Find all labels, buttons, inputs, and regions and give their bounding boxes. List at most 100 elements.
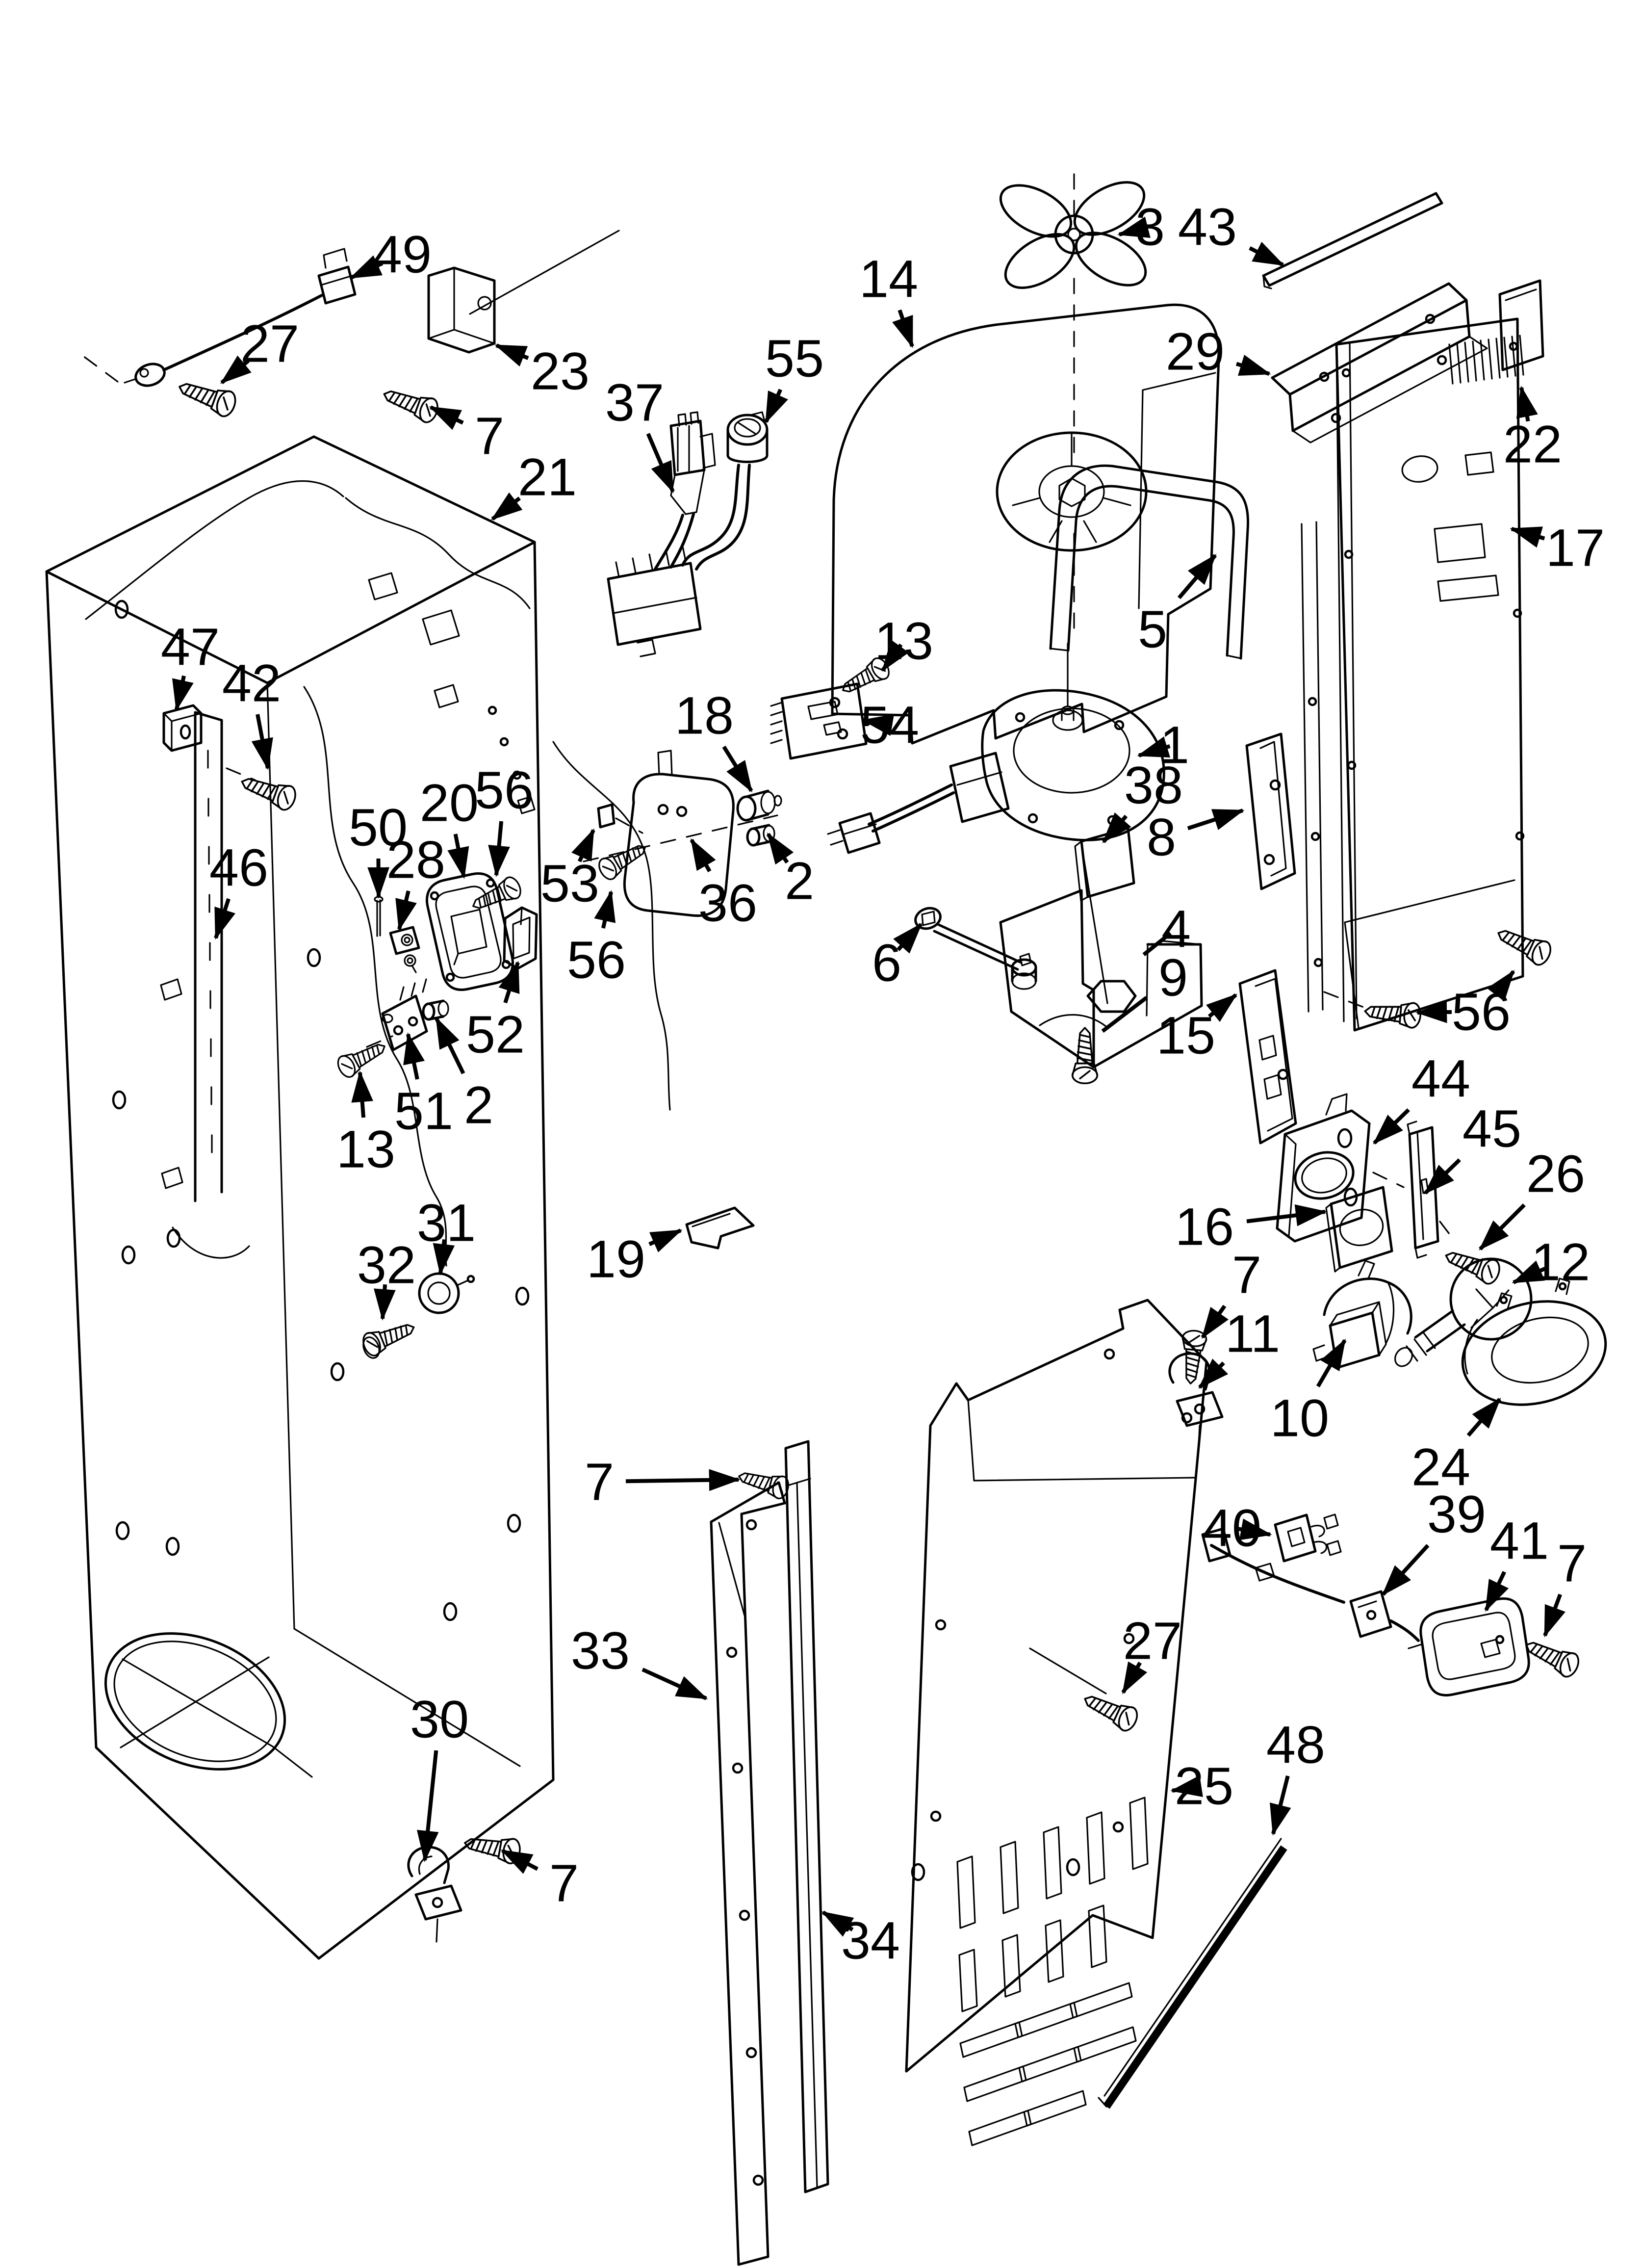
part-sleeve-2-lower xyxy=(422,999,449,1021)
part-evap-fan-motor-1 xyxy=(827,643,1165,854)
callout-25: 25 xyxy=(1170,1756,1233,1816)
callout-12: 12 xyxy=(1512,1232,1590,1292)
leader-line-2 xyxy=(766,832,794,865)
screw-56-panel-lower xyxy=(1323,991,1423,1030)
callout-number-7: 7 xyxy=(1557,1534,1587,1593)
callout-13: 13 xyxy=(336,1070,395,1179)
callout-55: 55 xyxy=(764,329,824,424)
vent-slot xyxy=(1018,2046,1082,2083)
callout-7: 7 xyxy=(1543,1534,1587,1638)
leader-line-49 xyxy=(349,255,384,280)
part-cover-plate-36 xyxy=(583,750,778,917)
callout-number-11: 11 xyxy=(1225,1304,1280,1363)
callout-32: 32 xyxy=(357,1235,416,1321)
callout-number-50: 50 xyxy=(349,798,408,857)
callout-number-44: 44 xyxy=(1411,1049,1470,1108)
callout-number-30: 30 xyxy=(410,1690,469,1749)
part-trim-strip-34 xyxy=(784,1440,829,2193)
screw-26 xyxy=(1440,1243,1504,1287)
callout-40: 40 xyxy=(1203,1498,1272,1558)
callout-4: 4 xyxy=(1142,899,1191,959)
part-freezer-liner xyxy=(45,435,671,1960)
part-latch-52 xyxy=(503,906,538,970)
callout-number-10: 10 xyxy=(1270,1388,1329,1448)
callout-number-15: 15 xyxy=(1156,1006,1215,1065)
leader-line-33 xyxy=(641,1668,708,1700)
callout-number-54: 54 xyxy=(860,695,919,755)
callout-42: 42 xyxy=(222,653,281,770)
callout-43: 43 xyxy=(1178,197,1285,267)
leader-line-9 xyxy=(1101,996,1148,1033)
vent-slot xyxy=(968,2110,1032,2146)
callout-38: 38 xyxy=(1102,756,1183,843)
callout-number-17: 17 xyxy=(1546,518,1605,577)
callout-number-4: 4 xyxy=(1161,899,1191,959)
callout-36: 36 xyxy=(690,838,757,933)
callout-2: 2 xyxy=(766,832,814,911)
callout-number-6: 6 xyxy=(872,933,901,992)
callout-39: 39 xyxy=(1382,1485,1486,1596)
part-rear-panel-17 xyxy=(1301,317,1525,1032)
callout-number-34: 34 xyxy=(841,1911,900,1970)
vent-slot xyxy=(958,1949,978,2012)
leader-line-11 xyxy=(1198,1358,1229,1389)
part-cover-15 xyxy=(1238,969,1297,1145)
leader-line-34 xyxy=(821,1910,854,1937)
part-bulb-12 xyxy=(1394,1257,1533,1367)
callout-number-14: 14 xyxy=(859,249,918,309)
leader-line-7 xyxy=(429,405,464,430)
callout-number-43: 43 xyxy=(1178,197,1237,257)
leader-line-12 xyxy=(1512,1260,1546,1284)
callout-number-2: 2 xyxy=(464,1075,493,1135)
leader-line-32 xyxy=(374,1284,396,1321)
callout-number-12: 12 xyxy=(1531,1232,1590,1292)
callout-6: 6 xyxy=(872,923,923,992)
part-support-rail-46 xyxy=(172,711,250,1259)
callout-44: 44 xyxy=(1373,1049,1470,1145)
callout-number-40: 40 xyxy=(1203,1498,1261,1558)
screw-27-duct xyxy=(1029,1647,1142,1735)
part-lamp-lens-24 xyxy=(1461,1277,1607,1406)
callout-number-26: 26 xyxy=(1526,1144,1585,1203)
leader-line-37 xyxy=(646,433,675,494)
leader-line-29 xyxy=(1235,355,1271,376)
leader-line-6 xyxy=(893,923,923,954)
part-cover-8 xyxy=(1245,732,1296,890)
callout-31: 31 xyxy=(417,1193,476,1276)
leader-line-13 xyxy=(881,640,909,672)
callout-9: 9 xyxy=(1101,948,1188,1033)
leader-line-55 xyxy=(764,389,788,424)
callout-1: 1 xyxy=(1137,715,1189,775)
leader-line-45 xyxy=(1424,1158,1461,1195)
leader-line-40 xyxy=(1236,1518,1272,1540)
callout-number-41: 41 xyxy=(1490,1511,1549,1570)
callout-45: 45 xyxy=(1424,1099,1521,1195)
part-motor-bracket-4 xyxy=(999,889,1203,1069)
part-wire-harness-37 xyxy=(607,411,751,657)
callout-21: 21 xyxy=(490,447,577,521)
callout-27: 27 xyxy=(220,314,299,385)
callout-number-3: 3 xyxy=(1135,197,1165,257)
vent-slot xyxy=(963,2065,1027,2102)
callout-number-37: 37 xyxy=(605,373,664,432)
leader-line-56 xyxy=(1415,1001,1452,1023)
callout-number-7: 7 xyxy=(1232,1245,1261,1304)
screw-42 xyxy=(226,767,300,813)
callout-number-32: 32 xyxy=(357,1235,416,1295)
callout-27: 27 xyxy=(1121,1611,1182,1694)
callout-number-25: 25 xyxy=(1175,1756,1233,1816)
leader-line-1 xyxy=(1137,736,1171,758)
vent-slot xyxy=(1014,2002,1078,2038)
part-grommet-31 xyxy=(418,1272,475,1314)
screw-56-panel-upper xyxy=(1487,921,1555,1002)
callout-number-56: 56 xyxy=(567,930,626,990)
callout-51: 51 xyxy=(394,1032,453,1141)
leader-line-7 xyxy=(500,1849,539,1874)
part-air-grille-strip-43 xyxy=(1262,192,1443,289)
leader-line-21 xyxy=(490,492,523,521)
callout-24: 24 xyxy=(1411,1398,1502,1497)
part-top-trim-21 xyxy=(345,497,536,814)
leader-line-7 xyxy=(1201,1304,1229,1339)
callout-number-20: 20 xyxy=(420,773,479,833)
leader-line-41 xyxy=(1484,1571,1509,1612)
